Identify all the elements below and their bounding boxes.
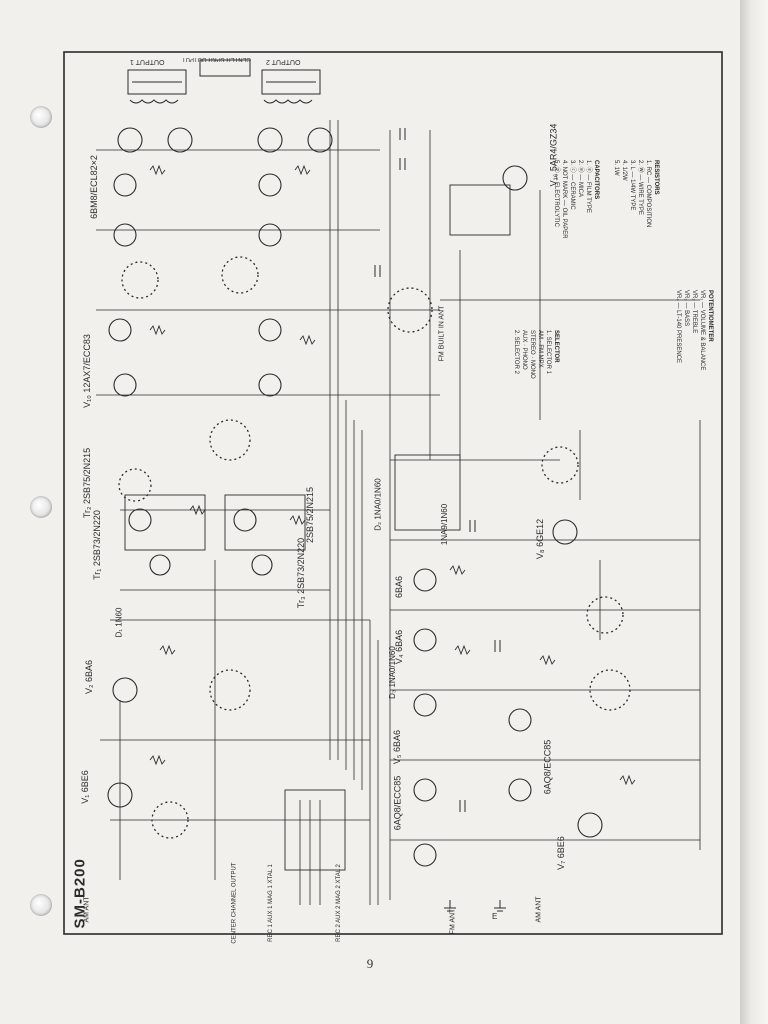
connector-center-channel: CENTER CHANNEL OUTPUT [231,862,238,944]
tube-label-v5: V₅ 6BA6 [392,729,403,765]
notes-resistors-title: RESISTORS [653,160,659,195]
notes-resistors-item: 2. Ⓦ — WIRE TYPE [637,160,643,215]
notes-selector-item: 1. SELECTOR 1 [545,330,551,374]
notes-capacitors-item: 1. ⓔ — FILM TYPE [585,160,591,213]
transistor-label-tr2: Tr₂ 2SB75/2N215 [82,447,93,519]
schematic-frame [63,51,723,935]
header-output-2: OUTPUT 2 [266,58,301,65]
page-edge [740,0,768,1024]
tube-label-v7: 6AQ8/ECC85 [542,739,553,795]
notes-capacitors-item: 4. NOT MARK — OIL PAPER [561,160,567,239]
notes-selector-item: 2. SELECTOR 2 [513,330,519,374]
header-output-1: OUTPUT 1 [130,58,165,65]
transistor-label-tr1: Tr₁ 2SB73/2N220 [91,510,102,580]
resistors [149,164,636,786]
connector-e: E [492,912,498,921]
notes-capacitors-item: 2. ⓜ — MICA [577,160,583,198]
tube-label-v10: V₁₀ 12AX7/ECC83 [81,334,92,408]
transistors [128,508,273,576]
notes-resistors-item: 4. 1/2W [621,160,627,181]
notes-capacitors: CAPACITORS 1. ⓔ — FILM TYPE 2. ⓜ — MICA … [552,160,600,280]
notes-potentiometer: POTENTIOMETER VR₁ — VOLUME & BALANCE VR₂… [674,290,714,420]
connector-fm-ant: FM ANT [449,908,457,935]
notes-potentiometer-item: VR₃ — BASS [683,290,689,327]
punch-hole-top [30,106,52,128]
notes-selector-item: AM · FM MPX [537,330,543,368]
vacuum-tubes [107,127,603,867]
connector-inputs-1: REC 1 AUX 1 MAG 1 XTAL 1 [267,864,274,942]
output-transformer-2 [261,69,321,104]
header-center-spkr-output: CENTER SPKR OUTPUT [182,56,252,62]
notes-capacitors-item: 3. ⓒ — CERAMIC [569,160,575,210]
notes-capacitors-title: CAPACITORS [593,160,599,200]
notes-selector-item: STEREO · MONO [529,330,535,379]
diode-label-d3: D₃ 1NA0/1N60 [387,646,397,699]
connector-am-ant-2: AM ANT [535,896,543,923]
notes-selector: SELECTOR 1. SELECTOR 1 AM · FM MPX STERE… [512,330,560,440]
ground-symbols [444,900,506,912]
connector-am-ant: AM ANT [83,896,91,923]
wiring [96,120,701,905]
diode-label-d1: D₁ 1N60 [114,607,124,638]
connector-inputs-2: REC 2 AUX 2 MAG 2 XTAL 2 [335,864,342,942]
notes-potentiometer-title: POTENTIOMETER [707,290,713,342]
tube-label-v8: V₇ 6BE6 [555,836,566,870]
page-number: 9 [366,956,374,971]
if-transformers [124,184,511,871]
notes-selector-item: AUX · PHONO [521,330,527,370]
punch-hole-middle [30,496,52,518]
tube-label-v6: 6AQ8/ECC85 [392,775,403,831]
tube-label-v1: V₁ 6BE6 [79,770,90,804]
capacitors [374,128,501,812]
transistor-label-tr3: 2SB75/2N215 [305,486,316,544]
connector-fm-built-in-ant: FM BUILT IN ANT [438,305,446,362]
diode-label-d4: 1NA9/1N60 [440,503,450,546]
notes-capacitors-item: 5. ⓟ — ELECTROLYTIC [553,160,559,227]
center-spkr-terminal [199,59,251,77]
output-transformer-1 [127,69,187,104]
tube-label-v3: 6BA6 [394,575,405,599]
transistor-label-tr4: Tr₃ 2SB73/2N220 [296,537,307,609]
notes-resistors-item: 3. L — 1/4W TYPE [629,160,635,211]
punch-hole-bottom [30,894,52,916]
notes-potentiometer-item: VR₄ — LT-140 PRESENCE [675,290,681,364]
notes-resistors-item: 1. RC — COMPOSITION [645,160,651,228]
notes-resistors: RESISTORS 1. RC — COMPOSITION 2. Ⓦ — WIR… [612,160,660,280]
tube-label-v9: V₈ 6GE12 [535,518,546,560]
diode-label-d2: D₂ 1NA0/1N60 [373,478,383,531]
notes-selector-title: SELECTOR [553,330,559,363]
tube-label-v11: 6BM8/ECL82×2 [88,155,99,219]
notes-potentiometer-item: VR₁ — VOLUME & BALANCE [699,290,705,371]
notes-potentiometer-item: VR₂ — TREBLE [691,290,697,334]
tube-label-v2: V₂ 6BA6 [84,659,95,695]
notes-resistors-item: 5. 1W [613,160,619,176]
rotary-switches [118,256,631,839]
